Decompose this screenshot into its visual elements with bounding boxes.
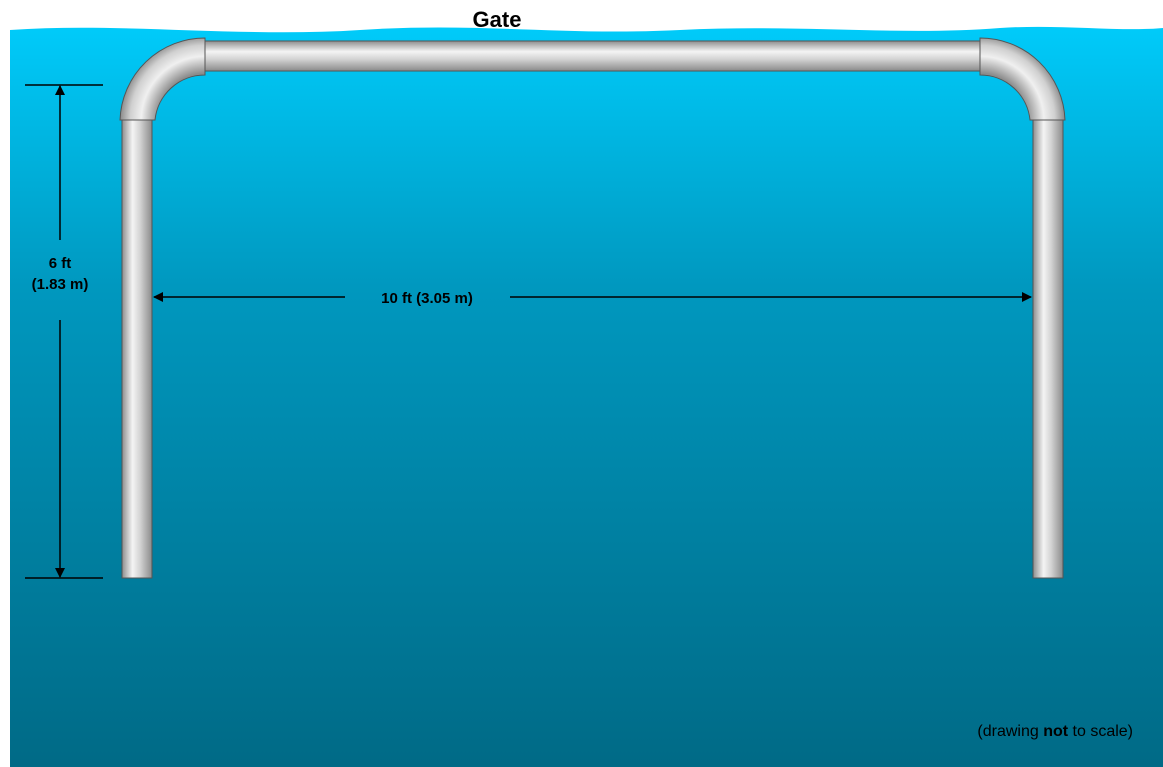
left-gate-post xyxy=(121,117,153,579)
top-gate-bar xyxy=(202,40,984,72)
scale-note-emphasis: not xyxy=(1043,723,1069,740)
right-gate-post xyxy=(1032,117,1064,579)
scale-note-before: (drawing xyxy=(977,723,1043,740)
diagram-title: Gate xyxy=(473,7,522,32)
water-background xyxy=(10,26,1163,767)
scale-note-after: to scale) xyxy=(1068,723,1133,740)
right-elbow-fitting xyxy=(979,37,1066,121)
height-label-imperial: 6 ft xyxy=(49,255,72,272)
height-label-metric: (1.83 m) xyxy=(32,276,89,293)
left-elbow-fitting xyxy=(119,37,206,121)
width-label: 10 ft (3.05 m) xyxy=(381,290,473,307)
scale-note: (drawing not to scale) xyxy=(977,723,1133,740)
